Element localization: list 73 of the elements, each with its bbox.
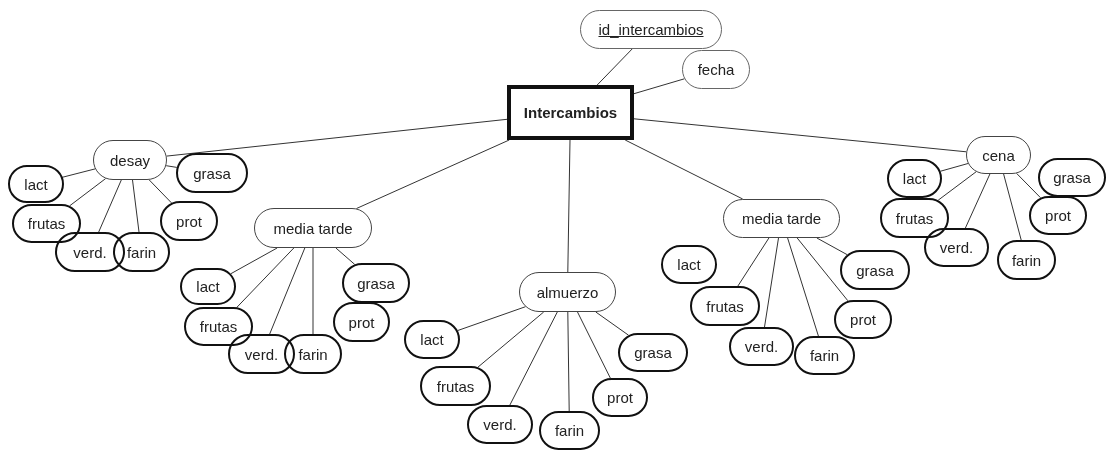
node-label: verd. bbox=[244, 345, 279, 363]
node-label: grasa bbox=[1053, 169, 1091, 186]
node-label: fecha bbox=[697, 61, 735, 78]
connector-line bbox=[148, 179, 172, 204]
node-label: frutas bbox=[436, 377, 475, 395]
connector-line bbox=[98, 179, 122, 233]
node-label: farin bbox=[554, 422, 585, 439]
node-label: lact bbox=[677, 256, 701, 273]
node-label: verd. bbox=[73, 243, 107, 261]
connector-line bbox=[737, 237, 770, 287]
node-label: prot bbox=[176, 212, 202, 230]
connector-line bbox=[509, 311, 558, 406]
node-label: media tarde bbox=[741, 210, 822, 227]
entity-box bbox=[507, 85, 634, 140]
connector-line bbox=[595, 311, 629, 336]
connector-line bbox=[764, 237, 779, 328]
node-label: grasa bbox=[357, 274, 395, 292]
connector-line bbox=[132, 179, 140, 233]
connector-line bbox=[937, 171, 977, 201]
connector-line bbox=[356, 139, 510, 209]
node-label: Intercambios bbox=[523, 104, 618, 121]
connector-line bbox=[312, 247, 314, 335]
node-label: prot bbox=[607, 389, 633, 406]
connector-line bbox=[940, 163, 969, 172]
connector-line bbox=[69, 178, 107, 207]
node-label: frutas bbox=[27, 215, 66, 232]
connector-line bbox=[567, 139, 571, 273]
node-label: lact bbox=[902, 170, 927, 187]
connector-line bbox=[269, 247, 306, 335]
node-label: verd. bbox=[939, 239, 974, 256]
node-label: farin bbox=[126, 243, 157, 261]
node-label: media tarde bbox=[273, 219, 353, 237]
node-label: frutas bbox=[199, 318, 238, 335]
connector-line bbox=[787, 237, 819, 337]
node-label: lact bbox=[24, 175, 48, 193]
connector-line bbox=[633, 118, 967, 153]
node-label: frutas bbox=[895, 209, 934, 227]
connector-line bbox=[62, 168, 96, 178]
connector-line bbox=[165, 165, 178, 168]
node-label: prot bbox=[348, 313, 375, 331]
node-label: lact bbox=[196, 278, 220, 295]
node-label: farin bbox=[809, 347, 840, 364]
connector-line bbox=[335, 247, 356, 265]
connector-line bbox=[816, 237, 848, 256]
node-label: grasa bbox=[634, 344, 672, 361]
connector-line bbox=[236, 247, 295, 308]
node-label: verd. bbox=[483, 416, 517, 433]
node-label: prot bbox=[850, 311, 876, 328]
node-label: prot bbox=[1045, 207, 1071, 224]
connector-line bbox=[1016, 172, 1041, 199]
connector-line bbox=[964, 173, 991, 229]
connector-line bbox=[230, 247, 278, 275]
node-label: desay bbox=[110, 151, 150, 169]
connector-line bbox=[567, 311, 570, 412]
connector-line bbox=[577, 311, 611, 379]
node-label: farin bbox=[1011, 251, 1042, 269]
connector-line bbox=[624, 139, 744, 200]
node-label: verd. bbox=[744, 338, 779, 355]
connector-line bbox=[1003, 173, 1022, 241]
node-label: cena bbox=[982, 146, 1015, 164]
node-label: farin bbox=[298, 345, 328, 363]
node-label: grasa bbox=[856, 261, 894, 279]
node-label: frutas bbox=[706, 297, 744, 315]
connector-line bbox=[477, 311, 545, 368]
node-label: id_intercambios bbox=[598, 21, 704, 38]
node-label: almuerzo bbox=[536, 283, 599, 301]
connector-line bbox=[633, 78, 685, 95]
connector-line bbox=[166, 118, 508, 157]
connector-line bbox=[796, 237, 849, 302]
connector-line bbox=[457, 306, 526, 331]
connector-line bbox=[596, 48, 633, 86]
node-label: grasa bbox=[193, 164, 231, 182]
node-label: lact bbox=[420, 331, 444, 348]
